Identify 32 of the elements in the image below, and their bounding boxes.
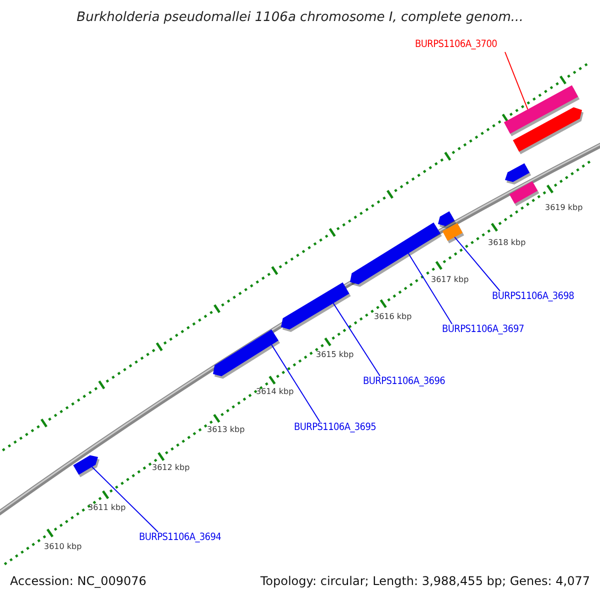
- title: Burkholderia pseudomallei 1106a chromosome I, complete genom...: [76, 10, 524, 25]
- gene-feature: [512, 107, 584, 154]
- gene-label: BURPS1106A_3694: [139, 532, 222, 543]
- gene-feature: [438, 211, 456, 229]
- tick-label: 3619 kbp: [545, 203, 583, 212]
- gene-feature: [281, 282, 351, 332]
- leader-line: [454, 236, 500, 292]
- leader-line: [408, 252, 452, 324]
- gene-feature: [505, 163, 532, 184]
- tick-label: 3613 kbp: [207, 425, 245, 434]
- gene-label: BURPS1106A_3700: [415, 39, 498, 50]
- gene-label: BURPS1106A_3698: [492, 291, 574, 302]
- footer-text: Accession: NC_009076: [10, 574, 146, 588]
- gene-feature: [509, 181, 540, 206]
- gene-feature: [73, 455, 100, 478]
- tick-label: 3612 kbp: [152, 463, 190, 472]
- gene-label: BURPS1106A_3695: [294, 422, 376, 433]
- gene-feature: [213, 330, 280, 379]
- leader-line: [332, 302, 380, 376]
- leader-line: [271, 344, 320, 422]
- tick-label: 3614 kbp: [256, 387, 294, 396]
- tick-label: 3617 kbp: [431, 275, 469, 284]
- gene-feature: [442, 223, 464, 244]
- tick-label: 3610 kbp: [44, 542, 82, 551]
- gene-label: BURPS1106A_3696: [363, 376, 446, 387]
- tick-label: 3611 kbp: [88, 503, 126, 512]
- footer-text: Topology: circular; Length: 3,988,455 bp; Genes: 4,077: [260, 574, 590, 588]
- tick-label: 3615 kbp: [316, 350, 354, 359]
- tick-label: 3618 kbp: [488, 238, 526, 247]
- leader-line: [92, 466, 158, 532]
- gene-label: BURPS1106A_3697: [442, 324, 524, 335]
- tick-label: 3616 kbp: [374, 312, 412, 321]
